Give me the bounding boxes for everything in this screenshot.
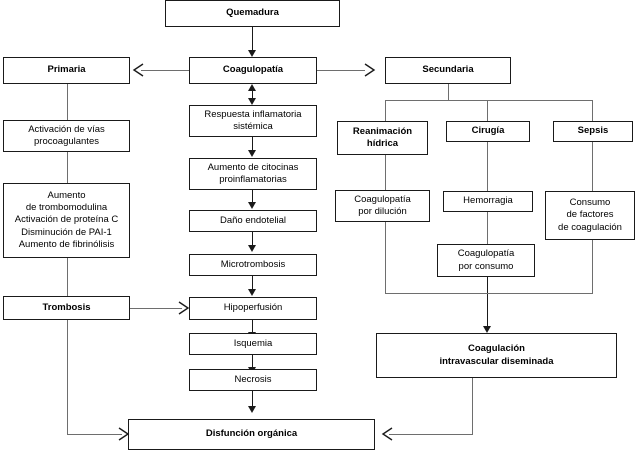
arrowhead-respuesta-up bbox=[248, 84, 256, 91]
edge-coagulopatia-primaria bbox=[141, 70, 189, 71]
node-reanimacion-hidrica-label: Reanimación hídrica bbox=[352, 125, 413, 149]
edge-hipoperfusion-isquemia bbox=[252, 320, 253, 333]
arrowhead-trombosis-hipoperfusion bbox=[178, 301, 190, 315]
edge-microtrombosis-hipoperfusion bbox=[252, 276, 253, 290]
node-hemorragia[interactable]: Hemorragia bbox=[443, 191, 533, 212]
node-coagulopatia-dilucion[interactable]: Coagulopatía por dilución bbox=[335, 190, 430, 222]
edge-dilucion-merge bbox=[385, 222, 386, 293]
node-cirugia[interactable]: Cirugía bbox=[446, 121, 530, 142]
node-trombosis-label: Trombosis bbox=[42, 301, 91, 313]
edge-reanimacion-dilucion bbox=[385, 155, 386, 190]
node-respuesta-inflamatoria-label: Respuesta inflamatoria sistémica bbox=[204, 108, 302, 132]
edge-respuesta-citocinas bbox=[252, 137, 253, 151]
node-consumo-factores[interactable]: Consumo de factores de coagulación bbox=[545, 191, 635, 240]
arrowhead-trombosis-disfuncion bbox=[118, 427, 130, 441]
node-detalle-primaria[interactable]: Aumento de trombomodulina Activación de … bbox=[3, 183, 130, 258]
node-quemadura[interactable]: Quemadura bbox=[165, 0, 340, 27]
node-necrosis-label: Necrosis bbox=[234, 373, 272, 385]
edge-consumo-cid bbox=[487, 277, 488, 327]
edge-sepsis-consumofactores bbox=[592, 142, 593, 191]
edge-consumofactores-merge bbox=[592, 240, 593, 293]
edge-cid-disfuncion-horizontal bbox=[389, 434, 473, 435]
node-reanimacion-hidrica[interactable]: Reanimación hídrica bbox=[337, 121, 428, 155]
arrowhead-coagulopatia-primaria bbox=[132, 63, 144, 77]
node-cid-label: Coagulación intravascular diseminada bbox=[439, 343, 554, 367]
node-microtrombosis[interactable]: Microtrombosis bbox=[189, 254, 317, 276]
node-sepsis-label: Sepsis bbox=[577, 125, 609, 137]
arrowhead-cid bbox=[483, 326, 491, 333]
node-coagulopatia-consumo[interactable]: Coagulopatía por consumo bbox=[437, 244, 535, 277]
node-activacion-vias[interactable]: Activación de vías procoagulantes bbox=[3, 120, 130, 152]
edge-branch-cirugia bbox=[487, 100, 488, 121]
node-disfuncion-organica[interactable]: Disfunción orgánica bbox=[128, 419, 375, 450]
node-isquemia[interactable]: Isquemia bbox=[189, 333, 317, 355]
node-trombosis[interactable]: Trombosis bbox=[3, 296, 130, 320]
edge-branch-sepsis bbox=[592, 100, 593, 121]
edge-branch-reanimacion bbox=[385, 100, 386, 121]
edge-isquemia-necrosis bbox=[252, 355, 253, 368]
node-consumo-factores-label: Consumo de factores de coagulación bbox=[558, 197, 622, 233]
edge-trombosis-hipoperfusion bbox=[130, 308, 182, 309]
node-coagulopatia[interactable]: Coagulopatía bbox=[189, 57, 317, 84]
node-disfuncion-organica-label: Disfunción orgánica bbox=[205, 428, 298, 440]
arrowhead-coagulopatia-secundaria bbox=[364, 63, 376, 77]
edge-citocinas-dano bbox=[252, 190, 253, 203]
edge-coagulopatia-respuesta bbox=[252, 88, 253, 101]
node-citocinas[interactable]: Aumento de citocinas proinflamatorias bbox=[189, 158, 317, 190]
arrowhead-dano bbox=[248, 202, 256, 209]
node-microtrombosis-label: Microtrombosis bbox=[220, 258, 286, 270]
node-hipoperfusion[interactable]: Hipoperfusión bbox=[189, 297, 317, 320]
node-activacion-vias-label: Activación de vías procoagulantes bbox=[28, 123, 105, 147]
node-coagulopatia-dilucion-label: Coagulopatía por dilución bbox=[354, 193, 411, 217]
node-dano-endotelial[interactable]: Daño endotelial bbox=[189, 210, 317, 232]
node-necrosis[interactable]: Necrosis bbox=[189, 369, 317, 391]
edge-coagulopatia-secundaria bbox=[317, 70, 365, 71]
edge-secundaria-down bbox=[448, 84, 449, 101]
arrowhead-microtrombosis bbox=[248, 245, 256, 252]
node-primaria-label: Primaria bbox=[47, 64, 86, 76]
arrowhead-hipoperfusion bbox=[248, 289, 256, 296]
node-coagulopatia-consumo-label: Coagulopatía por consumo bbox=[457, 248, 515, 272]
arrowhead-respuesta-down bbox=[248, 98, 256, 105]
arrowhead-quemadura-coagulopatia bbox=[248, 50, 256, 57]
edge-activacion-detalle bbox=[67, 152, 68, 183]
node-secundaria-label: Secundaria bbox=[422, 64, 474, 76]
edge-necrosis-disfuncion bbox=[252, 391, 253, 407]
edge-cirugia-hemorragia bbox=[487, 142, 488, 191]
edge-trombosis-down bbox=[67, 320, 68, 435]
arrowhead-cid-disfuncion bbox=[381, 427, 393, 441]
node-isquemia-label: Isquemia bbox=[233, 337, 273, 349]
node-dano-endotelial-label: Daño endotelial bbox=[219, 214, 287, 226]
node-respuesta-inflamatoria[interactable]: Respuesta inflamatoria sistémica bbox=[189, 105, 317, 137]
edge-cid-down bbox=[472, 378, 473, 435]
edge-dano-microtrombosis bbox=[252, 232, 253, 246]
node-primaria[interactable]: Primaria bbox=[3, 57, 130, 84]
node-coagulopatia-label: Coagulopatía bbox=[222, 64, 284, 76]
node-secundaria[interactable]: Secundaria bbox=[385, 57, 511, 84]
node-cid[interactable]: Coagulación intravascular diseminada bbox=[376, 333, 617, 378]
edge-hemorragia-consumo bbox=[487, 212, 488, 244]
node-quemadura-label: Quemadura bbox=[226, 7, 279, 19]
node-detalle-primaria-label: Aumento de trombomodulina Activación de … bbox=[14, 190, 119, 250]
edge-merge-bar-cid bbox=[385, 293, 593, 294]
node-citocinas-label: Aumento de citocinas proinflamatorias bbox=[207, 161, 299, 185]
edge-primaria-activacion bbox=[67, 84, 68, 120]
node-sepsis[interactable]: Sepsis bbox=[553, 121, 633, 142]
edge-secundaria-split bbox=[385, 100, 593, 101]
edge-detalle-trombosis bbox=[67, 258, 68, 296]
edge-quemadura-coagulopatia bbox=[252, 27, 253, 51]
arrowhead-disfuncion bbox=[248, 406, 256, 413]
edge-trombosis-disfuncion-horizontal bbox=[67, 434, 122, 435]
node-hipoperfusion-label: Hipoperfusión bbox=[223, 302, 283, 314]
arrowhead-citocinas bbox=[248, 150, 256, 157]
node-hemorragia-label: Hemorragia bbox=[463, 195, 513, 207]
node-cirugia-label: Cirugía bbox=[471, 125, 505, 137]
